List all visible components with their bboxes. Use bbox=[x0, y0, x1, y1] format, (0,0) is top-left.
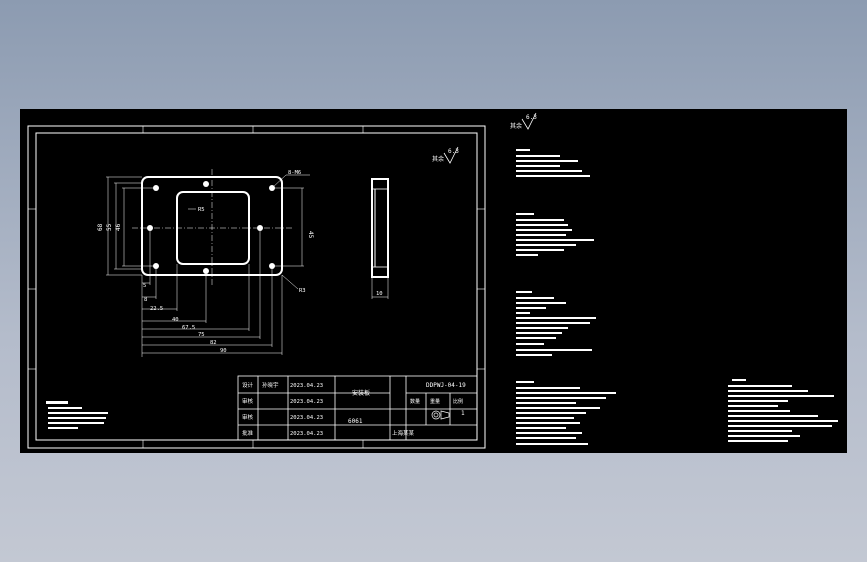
title-block bbox=[237, 375, 478, 441]
tb-r1c1: 设计 bbox=[242, 381, 254, 389]
right-notes-group-1 bbox=[516, 149, 590, 177]
cad-drawing-canvas[interactable]: 其余 6.3 68 55 46 45 8 bbox=[20, 109, 847, 453]
zone-ticks bbox=[28, 126, 485, 448]
tb-scale-label: 比例 bbox=[453, 398, 463, 405]
tb-r3c3: 2023.04.23 bbox=[290, 415, 323, 421]
plate-front-view bbox=[132, 169, 292, 285]
dim-x7: 82 bbox=[210, 340, 217, 346]
pocket-radius: R5 bbox=[198, 207, 205, 213]
tb-part-name: 安装板 bbox=[352, 389, 370, 397]
dim-x8: 90 bbox=[220, 348, 227, 354]
dim-x5: 67.5 bbox=[182, 325, 195, 331]
right-notes-group-5 bbox=[728, 379, 838, 442]
tb-material: 6061 bbox=[348, 418, 363, 425]
leaders bbox=[188, 174, 310, 290]
roughness-prefix: 其余 bbox=[432, 155, 444, 163]
hole-note: 8-M6 bbox=[288, 170, 301, 176]
dim-h3: 46 bbox=[115, 223, 122, 231]
tb-r4c1: 批准 bbox=[242, 429, 254, 437]
left-dimensions bbox=[106, 176, 304, 276]
tb-qty-label: 数量 bbox=[410, 398, 420, 405]
tb-r2c1: 审核 bbox=[242, 397, 254, 405]
tr-roughness-prefix: 其余 bbox=[510, 122, 522, 130]
dim-h2: 55 bbox=[106, 223, 113, 231]
tb-r1c3: 2023.04.23 bbox=[290, 383, 323, 389]
tb-r1c2: 孙晓宇 bbox=[262, 381, 279, 389]
tb-weight-label: 重量 bbox=[430, 398, 440, 405]
tb-r3c1: 审核 bbox=[242, 413, 254, 421]
right-notes-group-3 bbox=[516, 291, 596, 356]
corner-radius: R3 bbox=[299, 288, 306, 294]
dim-thickness: 10 bbox=[376, 291, 383, 297]
sheet-inner-border bbox=[35, 132, 478, 441]
dim-x6: 75 bbox=[198, 332, 205, 338]
right-notes-group-2 bbox=[516, 213, 594, 256]
dim-x2: 8 bbox=[144, 297, 147, 303]
tr-roughness-value: 6.3 bbox=[526, 114, 537, 121]
roughness-icon bbox=[443, 146, 459, 164]
bottom-dimensions bbox=[141, 228, 283, 357]
dim-x4: 40 bbox=[172, 317, 179, 323]
plate-side-view bbox=[371, 178, 389, 299]
dim-h4: 45 bbox=[307, 231, 314, 239]
dim-x3: 22.5 bbox=[150, 306, 163, 312]
dim-x1: 5 bbox=[143, 283, 146, 289]
tb-r2c3: 2023.04.23 bbox=[290, 399, 323, 405]
projection-icon bbox=[431, 410, 450, 420]
drawing-svg: 其余 6.3 68 55 46 45 8 bbox=[27, 112, 838, 449]
right-notes-group-4 bbox=[516, 381, 616, 445]
dim-h1: 68 bbox=[97, 223, 104, 231]
left-notes-block bbox=[46, 401, 108, 429]
tb-company: 上海某某 bbox=[392, 429, 415, 437]
roughness-value: 6.3 bbox=[448, 148, 459, 155]
tb-scale-value: 1 bbox=[461, 410, 465, 417]
tb-drawing-no: DDPWJ-04-19 bbox=[426, 382, 466, 389]
tr-roughness-icon bbox=[521, 112, 537, 130]
tb-r4c3: 2023.04.23 bbox=[290, 431, 323, 437]
sheet-outer-border bbox=[27, 125, 486, 449]
